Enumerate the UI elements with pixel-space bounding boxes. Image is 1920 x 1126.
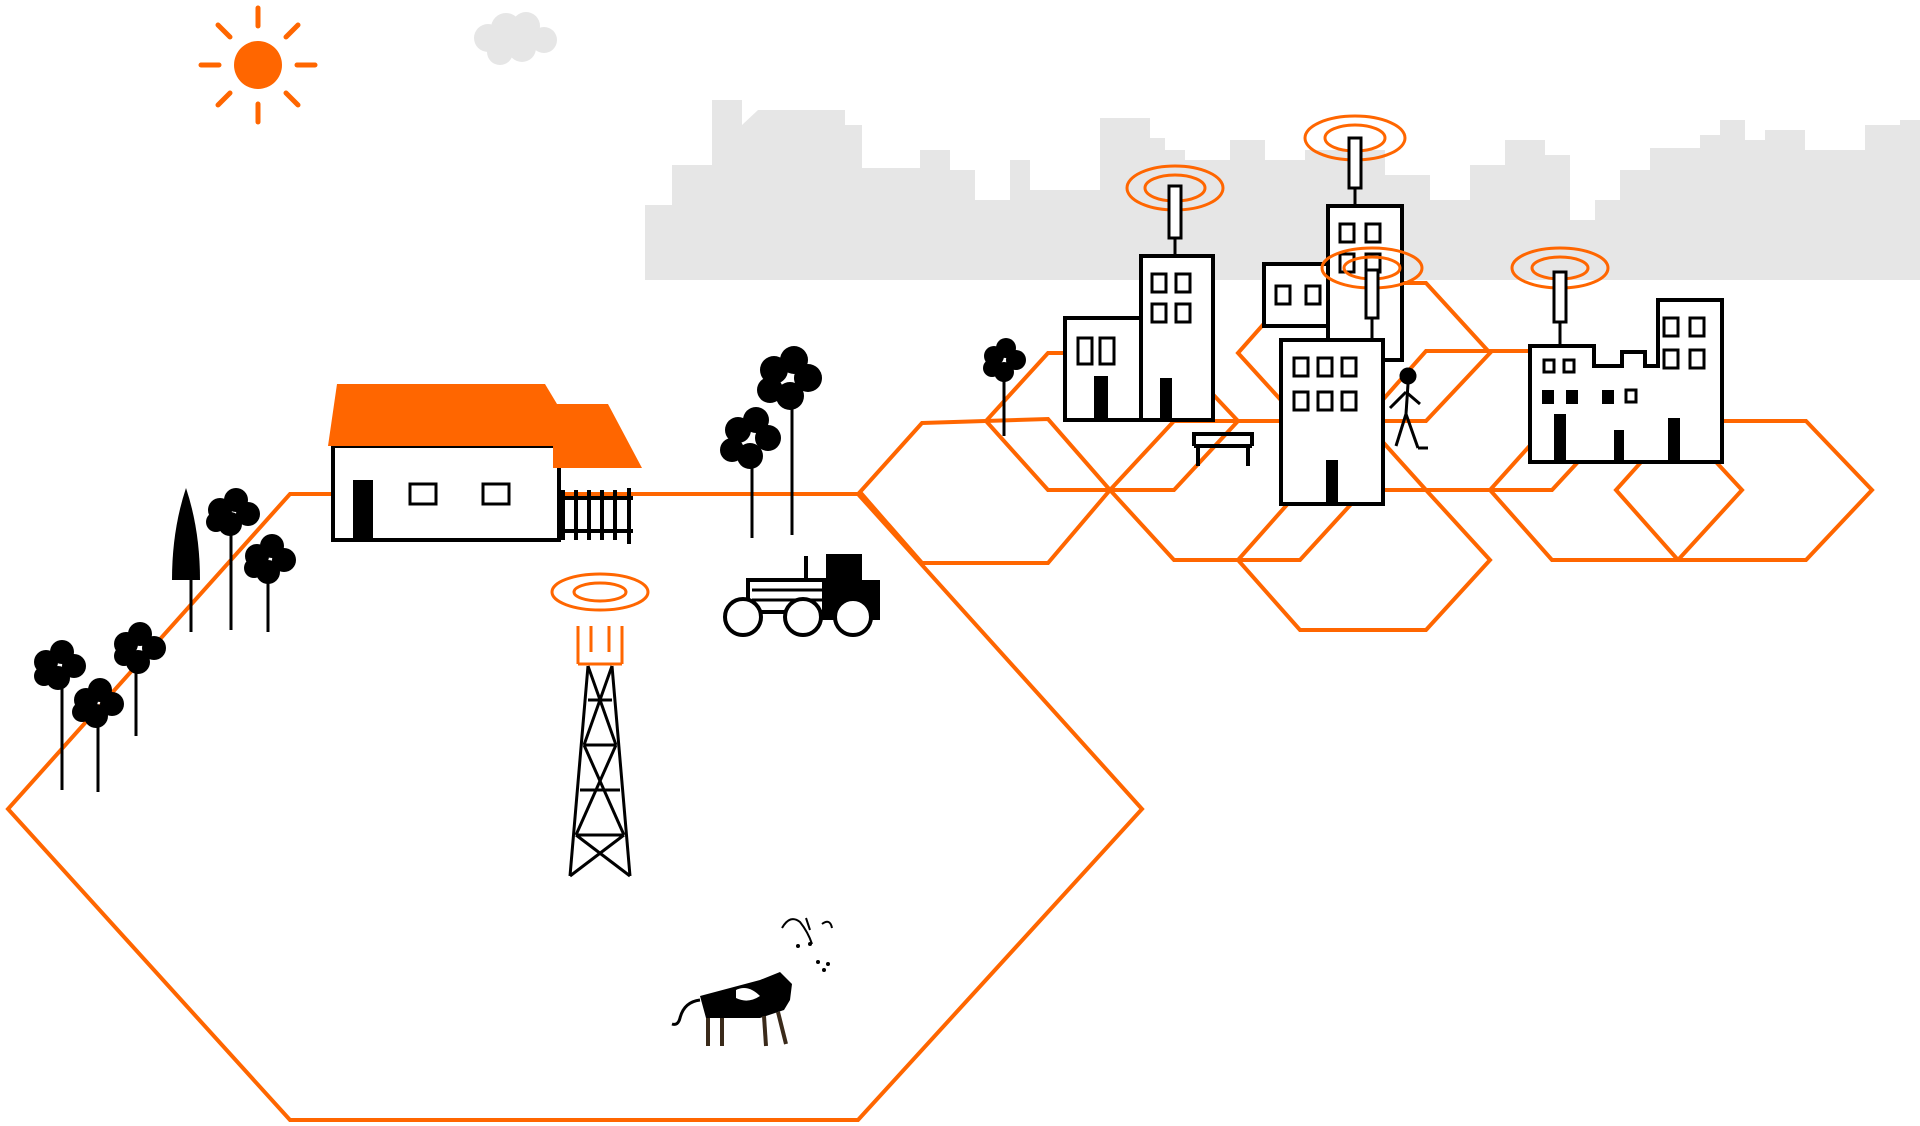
tractor-icon xyxy=(725,554,880,635)
cloud-icon xyxy=(474,12,557,65)
office-building-icon xyxy=(1141,256,1213,420)
macro-tower-icon xyxy=(552,574,648,876)
office-building-icon xyxy=(1281,340,1383,504)
fence-icon xyxy=(561,488,633,544)
pedestrian-icon xyxy=(1390,369,1428,448)
tree-icon xyxy=(720,407,781,538)
cow-icon xyxy=(672,918,832,1046)
tree-icon xyxy=(72,678,124,792)
office-building-icon xyxy=(1065,318,1147,420)
farmhouse-icon xyxy=(328,384,642,540)
sun-icon xyxy=(201,8,315,122)
tree-icon xyxy=(244,534,296,632)
city-skyline xyxy=(645,100,1920,280)
